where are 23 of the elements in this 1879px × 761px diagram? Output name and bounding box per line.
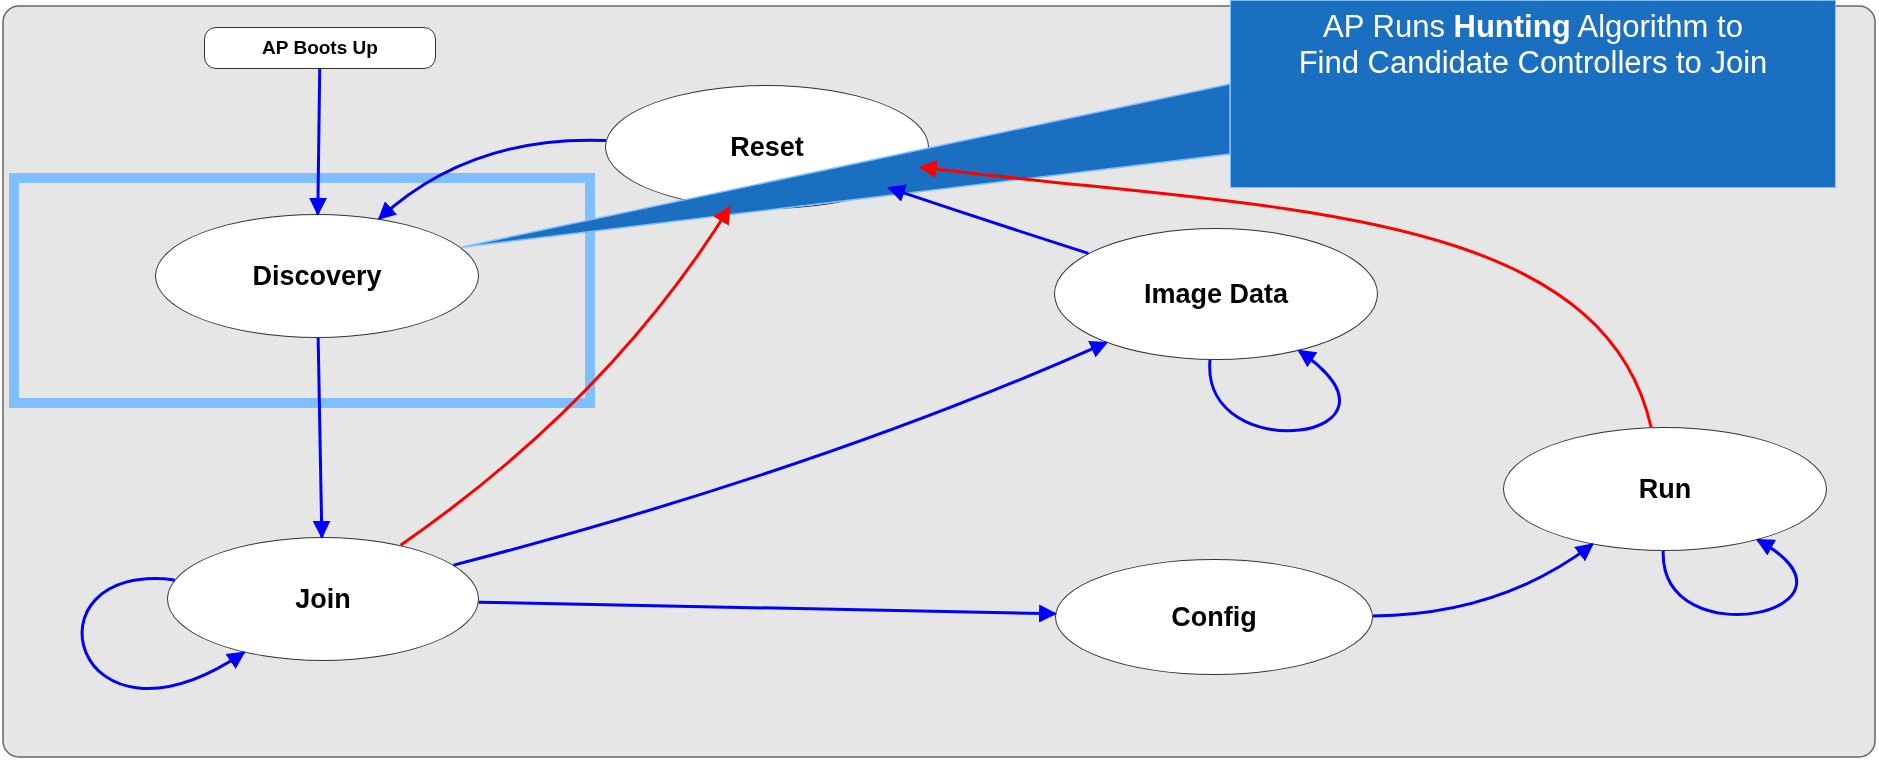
arrow <box>1372 543 1594 618</box>
arrow <box>377 138 606 220</box>
state-label: Reset <box>730 131 804 163</box>
leader-line <box>459 83 1231 249</box>
callout-box <box>1230 0 1836 188</box>
arrow <box>80 577 246 690</box>
arrow <box>918 159 1653 428</box>
state-label: Join <box>295 583 351 615</box>
arrow <box>478 600 1058 623</box>
arrow <box>453 340 1109 567</box>
state-label: AP Runs Hunting Algorithm to Find Candidate Controllers to Join <box>1297 9 1769 81</box>
arrow <box>309 68 328 216</box>
start-box <box>204 27 436 69</box>
arrow <box>312 337 331 539</box>
state-label: Image Data <box>1143 278 1289 310</box>
arrow <box>1661 538 1798 616</box>
state-label: Run <box>1638 473 1692 505</box>
arrow <box>887 184 1089 255</box>
state-label: Config <box>1171 601 1257 633</box>
state-label: AP Boots Up <box>262 37 378 59</box>
state-label: Discovery <box>252 260 382 292</box>
arrow <box>399 205 731 547</box>
arrow <box>1208 349 1341 432</box>
